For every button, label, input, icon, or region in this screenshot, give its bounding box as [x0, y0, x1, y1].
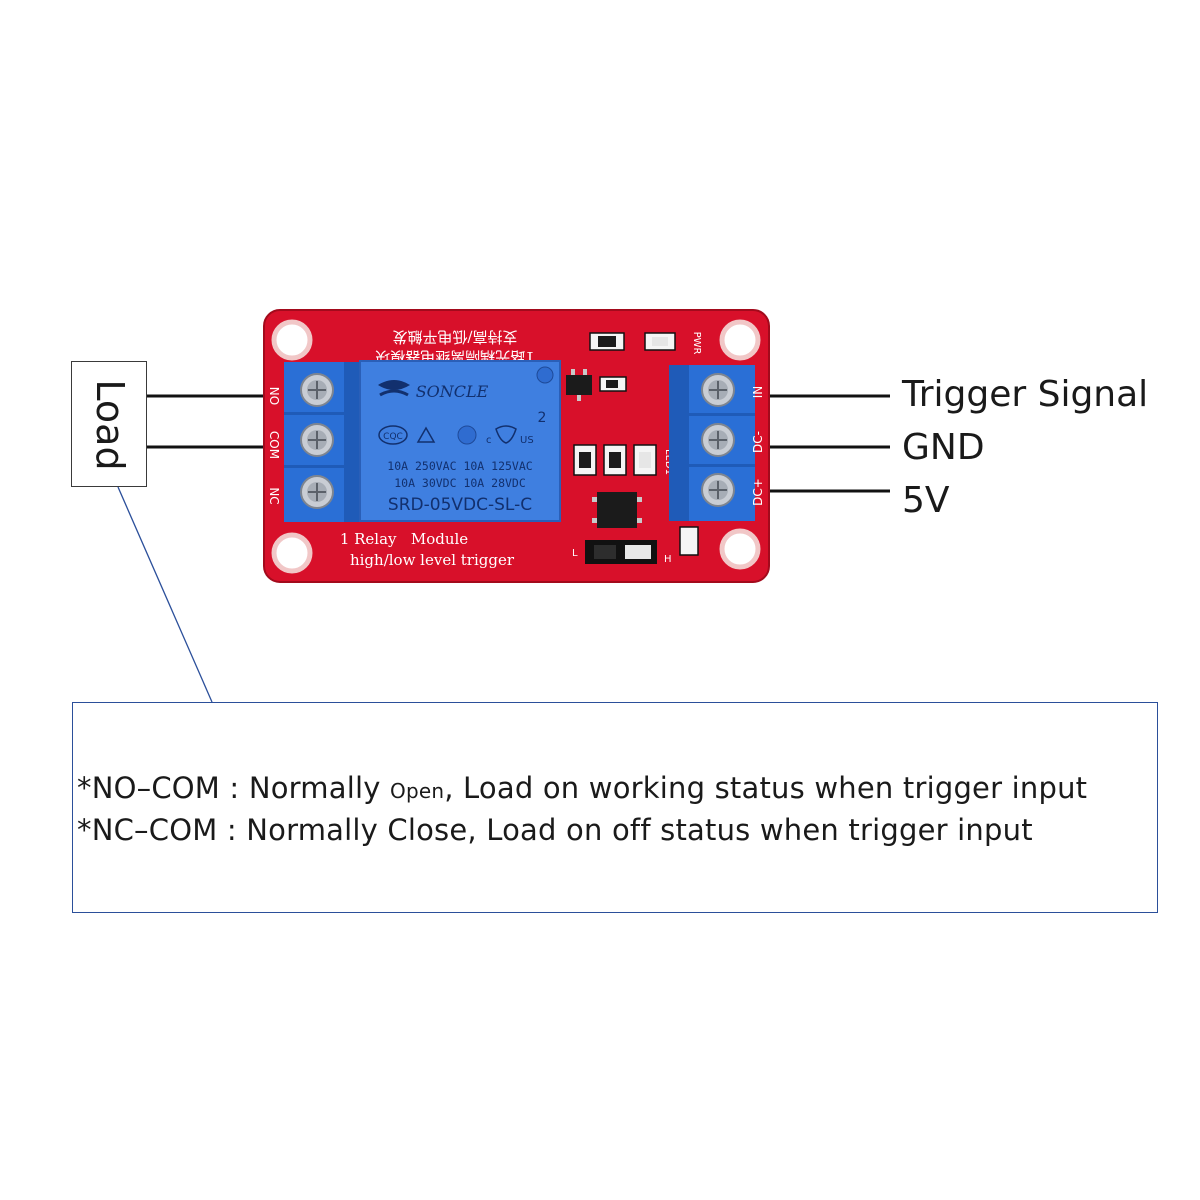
smd-resistor-lower: [680, 527, 698, 555]
screw-dc-minus: [702, 424, 734, 456]
silkscreen-module: 1 Relay Module: [340, 530, 468, 548]
screw-nc: [301, 476, 333, 508]
pin-label-in: IN: [751, 386, 765, 399]
relay-model: SRD-05VDC-SL-C: [388, 495, 532, 515]
relay-ul: US: [520, 435, 534, 446]
note-no-com-prefix: *NO–COM : Normally: [77, 771, 390, 805]
mounting-hole-bl: [274, 535, 310, 571]
note-no-com-open: Open: [390, 779, 444, 803]
smd-resistor-pwr: [590, 333, 624, 350]
pin-label-no: NO: [267, 387, 281, 405]
pin-label-com: COM: [267, 431, 281, 459]
relay-cqc: CQC: [383, 432, 403, 442]
trigger-jumper: [585, 540, 657, 564]
jumper-label-low: L: [572, 548, 578, 559]
screw-no: [301, 374, 333, 406]
jumper-label-high: H: [664, 554, 672, 565]
5v-label: 5V: [902, 480, 950, 521]
pwr-led: [645, 333, 675, 350]
load-label: Load: [88, 379, 132, 470]
optocoupler: [592, 492, 642, 528]
terminal-block-output: [284, 362, 360, 522]
relay-spec-2: 10A 30VDC 10A 28VDC: [394, 476, 526, 490]
pwr-label: PWR: [691, 332, 702, 355]
relay-marker-dot: [537, 367, 553, 383]
relay-number: 2: [538, 410, 547, 426]
relay-component: SONCLE 2 CQC c US 10A 250VAC 10A 125VAC …: [360, 361, 560, 521]
silkscreen-trigger: high/low level trigger: [350, 551, 515, 569]
notes-box: *NO–COM : Normally Open, Load on working…: [72, 702, 1158, 913]
silkscreen-chinese-2: 支持高/低电平触发: [392, 328, 517, 346]
diode: [600, 377, 626, 391]
pin-label-nc: NC: [267, 487, 281, 504]
note-no-com-suffix: , Load on working status when trigger in…: [444, 771, 1087, 805]
terminal-block-input: [669, 365, 755, 521]
trigger-signal-label: Trigger Signal: [902, 374, 1148, 415]
relay-brand: SONCLE: [416, 382, 489, 401]
load-box: Load: [71, 361, 147, 487]
relay-spec-1: 10A 250VAC 10A 125VAC: [387, 459, 532, 473]
leader-line: [118, 487, 212, 702]
mounting-hole-tr: [722, 322, 758, 358]
screw-in: [702, 374, 734, 406]
relay-module-board: 1路光耦隔离继电器模块 支持高/低电平触发: [264, 310, 769, 582]
gnd-label: GND: [902, 427, 985, 468]
note-nc-com: *NC–COM : Normally Close, Load on off st…: [77, 813, 1033, 847]
note-no-com: *NO–COM : Normally Open, Load on working…: [77, 771, 1087, 805]
screw-dc-plus: [702, 474, 734, 506]
pin-label-dc-plus: DC+: [751, 478, 765, 506]
mounting-hole-tl: [274, 322, 310, 358]
smd-component-row: [574, 445, 656, 475]
pin-label-dc-minus: DC-: [751, 431, 765, 453]
mounting-hole-br: [722, 531, 758, 567]
screw-com: [301, 424, 333, 456]
relay-center-dot: [458, 426, 476, 444]
svg-text:c: c: [486, 435, 492, 446]
